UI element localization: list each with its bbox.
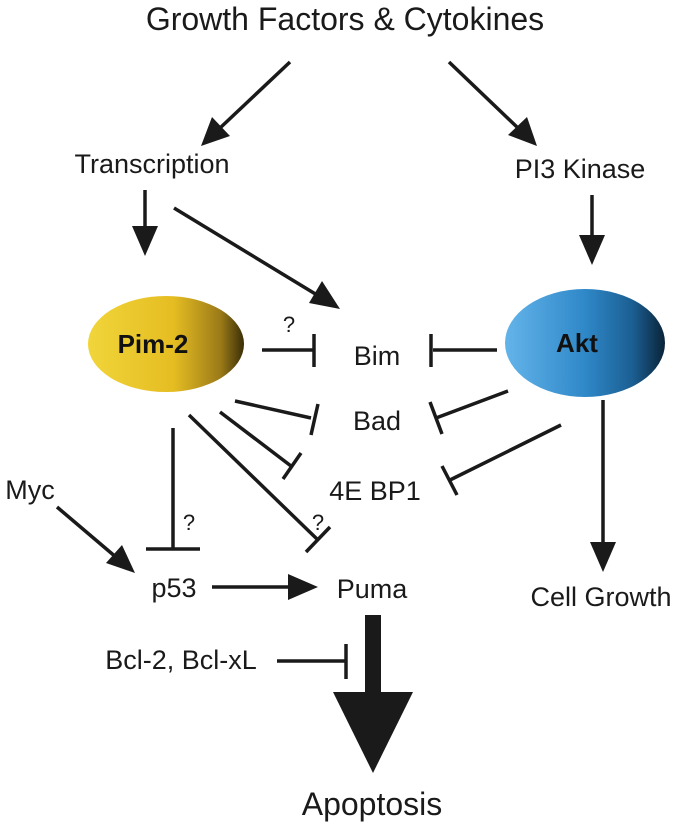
arrow-transcription-to-bim: [173, 206, 340, 309]
inhibit-pim2-4ebp1: [218, 410, 303, 480]
arrow-akt-to-cell-growth: [590, 400, 616, 572]
inhibit-pim2-puma: [187, 413, 332, 554]
cell-growth-label: Cell Growth: [530, 582, 671, 612]
akt-node: [505, 289, 665, 397]
arrow-growth-to-pi3k: [447, 60, 537, 146]
inhibit-bcl-apoptosis: [277, 644, 348, 679]
pi3-kinase-label: PI3 Kinase: [515, 154, 646, 184]
question-mark-pim-puma: ?: [312, 510, 324, 535]
pim2-node: [88, 296, 244, 392]
p53-label: p53: [151, 573, 196, 603]
bcl2-bclxl-label: Bcl-2, Bcl-xL: [105, 645, 257, 675]
question-mark-pim-bim: ?: [283, 312, 295, 337]
4ebp1-label: 4E BP1: [329, 476, 421, 506]
inhibit-pim2-p53: [146, 428, 200, 551]
apoptosis-label: Apoptosis: [302, 786, 443, 822]
akt-label: Akt: [556, 328, 598, 358]
arrow-growth-to-transcription: [201, 60, 292, 146]
question-mark-pim-p53: ?: [183, 510, 195, 535]
arrow-pi3k-to-akt: [579, 195, 605, 265]
arrow-myc-to-p53: [55, 505, 135, 573]
inhibit-pim2-bim: [262, 334, 316, 367]
puma-label: Puma: [337, 574, 409, 604]
inhibit-akt-bim: [429, 334, 497, 367]
bad-label: Bad: [353, 406, 401, 436]
arrow-puma-to-apoptosis: [333, 615, 413, 773]
growth-factors-label: Growth Factors & Cytokines: [146, 1, 544, 37]
myc-label: Myc: [5, 475, 55, 505]
pim2-label: Pim-2: [118, 329, 189, 359]
bim-label: Bim: [354, 341, 401, 371]
inhibit-pim2-bad: [234, 399, 320, 436]
arrow-p53-to-puma: [212, 574, 318, 600]
transcription-label: Transcription: [74, 149, 229, 179]
arrow-transcription-to-pim2: [132, 190, 158, 256]
inhibit-akt-bad: [428, 389, 509, 435]
inhibit-akt-4ebp1: [440, 423, 562, 496]
